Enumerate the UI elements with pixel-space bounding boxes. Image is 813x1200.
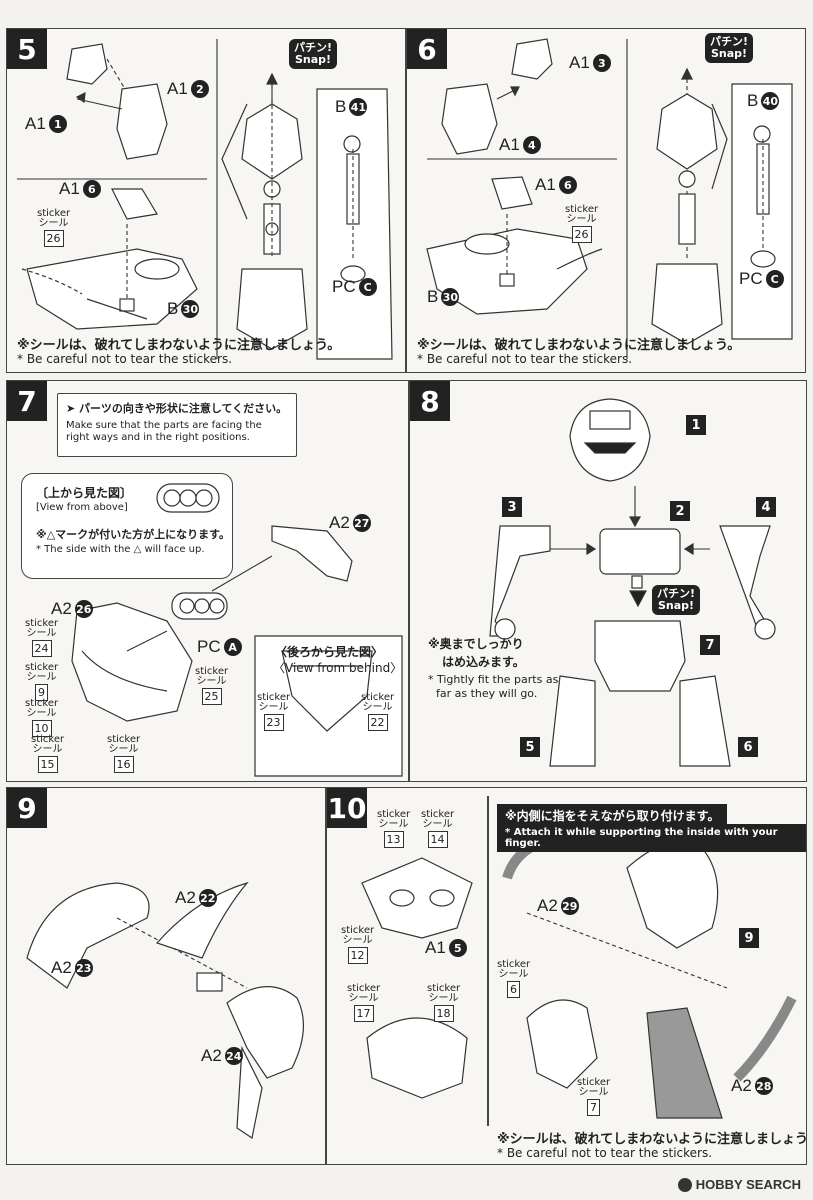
step-8-illustration — [489, 398, 776, 767]
step-number: 10 — [327, 788, 367, 828]
finger-support-banner-en: * Attach it while supporting the inside … — [497, 824, 806, 852]
part-number-6: 6 — [738, 737, 758, 757]
hobby-search-logo-icon — [677, 1177, 692, 1192]
step-number: 5 — [7, 29, 47, 69]
finger-support-banner: ※内側に指をそえながら取り付けます。 — [497, 804, 728, 827]
fit-note-jp-1: ※奥までしっかり — [428, 637, 524, 651]
view-from-behind-jp: 〈後ろから見た図〉 — [275, 645, 384, 659]
pc-top-view-icon — [156, 483, 220, 513]
fit-note-jp-2: はめ込みます。 — [442, 655, 525, 669]
step-7-panel: 7 ➤ パーツの向きや形状に注意してください。 Make sure that t… — [6, 380, 409, 782]
step-number: 6 — [407, 29, 447, 69]
orientation-info-box: ➤ パーツの向きや形状に注意してください。 Make sure that the… — [57, 393, 297, 457]
step-10-illustration — [361, 831, 797, 1119]
step-number: 9 — [7, 788, 47, 828]
step-10-divider — [487, 796, 489, 1126]
step-6-illustration — [426, 38, 793, 359]
part-number-4: 4 — [756, 497, 776, 517]
sticker-warning-jp: ※シールは、破れてしまわないように注意しましょう。 — [17, 338, 341, 353]
view-from-behind-en: 〈View from behind〉 — [273, 661, 403, 675]
sticker-warning-en: * Be careful not to tear the stickers. — [17, 352, 233, 366]
part-number-3: 3 — [502, 497, 522, 517]
fit-note-en-2: far as they will go. — [436, 687, 538, 700]
step-number: 8 — [410, 381, 450, 421]
step-7-illustration — [71, 525, 403, 777]
step-number: 7 — [7, 381, 47, 421]
snap-callout: パチン!Snap! — [705, 33, 754, 63]
part-number-2: 2 — [670, 501, 690, 521]
snap-callout: パチン!Snap! — [652, 585, 701, 615]
step-9-illustration — [26, 881, 305, 1139]
part-number-5: 5 — [520, 737, 540, 757]
part-number-1: 1 — [686, 415, 706, 435]
sticker-warning-jp: ※シールは、破れてしまわないように注意しましょう。 — [497, 1132, 807, 1147]
snap-callout: パチン!Snap! — [289, 39, 338, 69]
sticker-warning-en: * Be careful not to tear the stickers. — [497, 1146, 713, 1160]
watermark: HOBBY SEARCH — [677, 1177, 801, 1192]
fit-note-en-1: * Tightly fit the parts as — [428, 673, 559, 686]
step-8-panel: 8 1 2 3 4 5 6 7 パチン!Snap! ※奥までしっかり はめ込みま… — [409, 380, 807, 782]
orientation-arrow-icon: ➤ — [66, 402, 80, 415]
part-number-7: 7 — [700, 635, 720, 655]
view-from-above-box: 〔上から見た図〕 [View from above] ※△マークが付いた方が上に… — [21, 473, 233, 579]
sticker-warning-jp: ※シールは、破れてしまわないように注意しましょう。 — [417, 338, 741, 353]
sticker-warning-en: * Be careful not to tear the stickers. — [417, 352, 633, 366]
part-number-9: 9 — [739, 928, 759, 948]
step-10-panel: 10 ※内側に指をそえながら取り付けます。 * Attach it while … — [326, 787, 807, 1165]
